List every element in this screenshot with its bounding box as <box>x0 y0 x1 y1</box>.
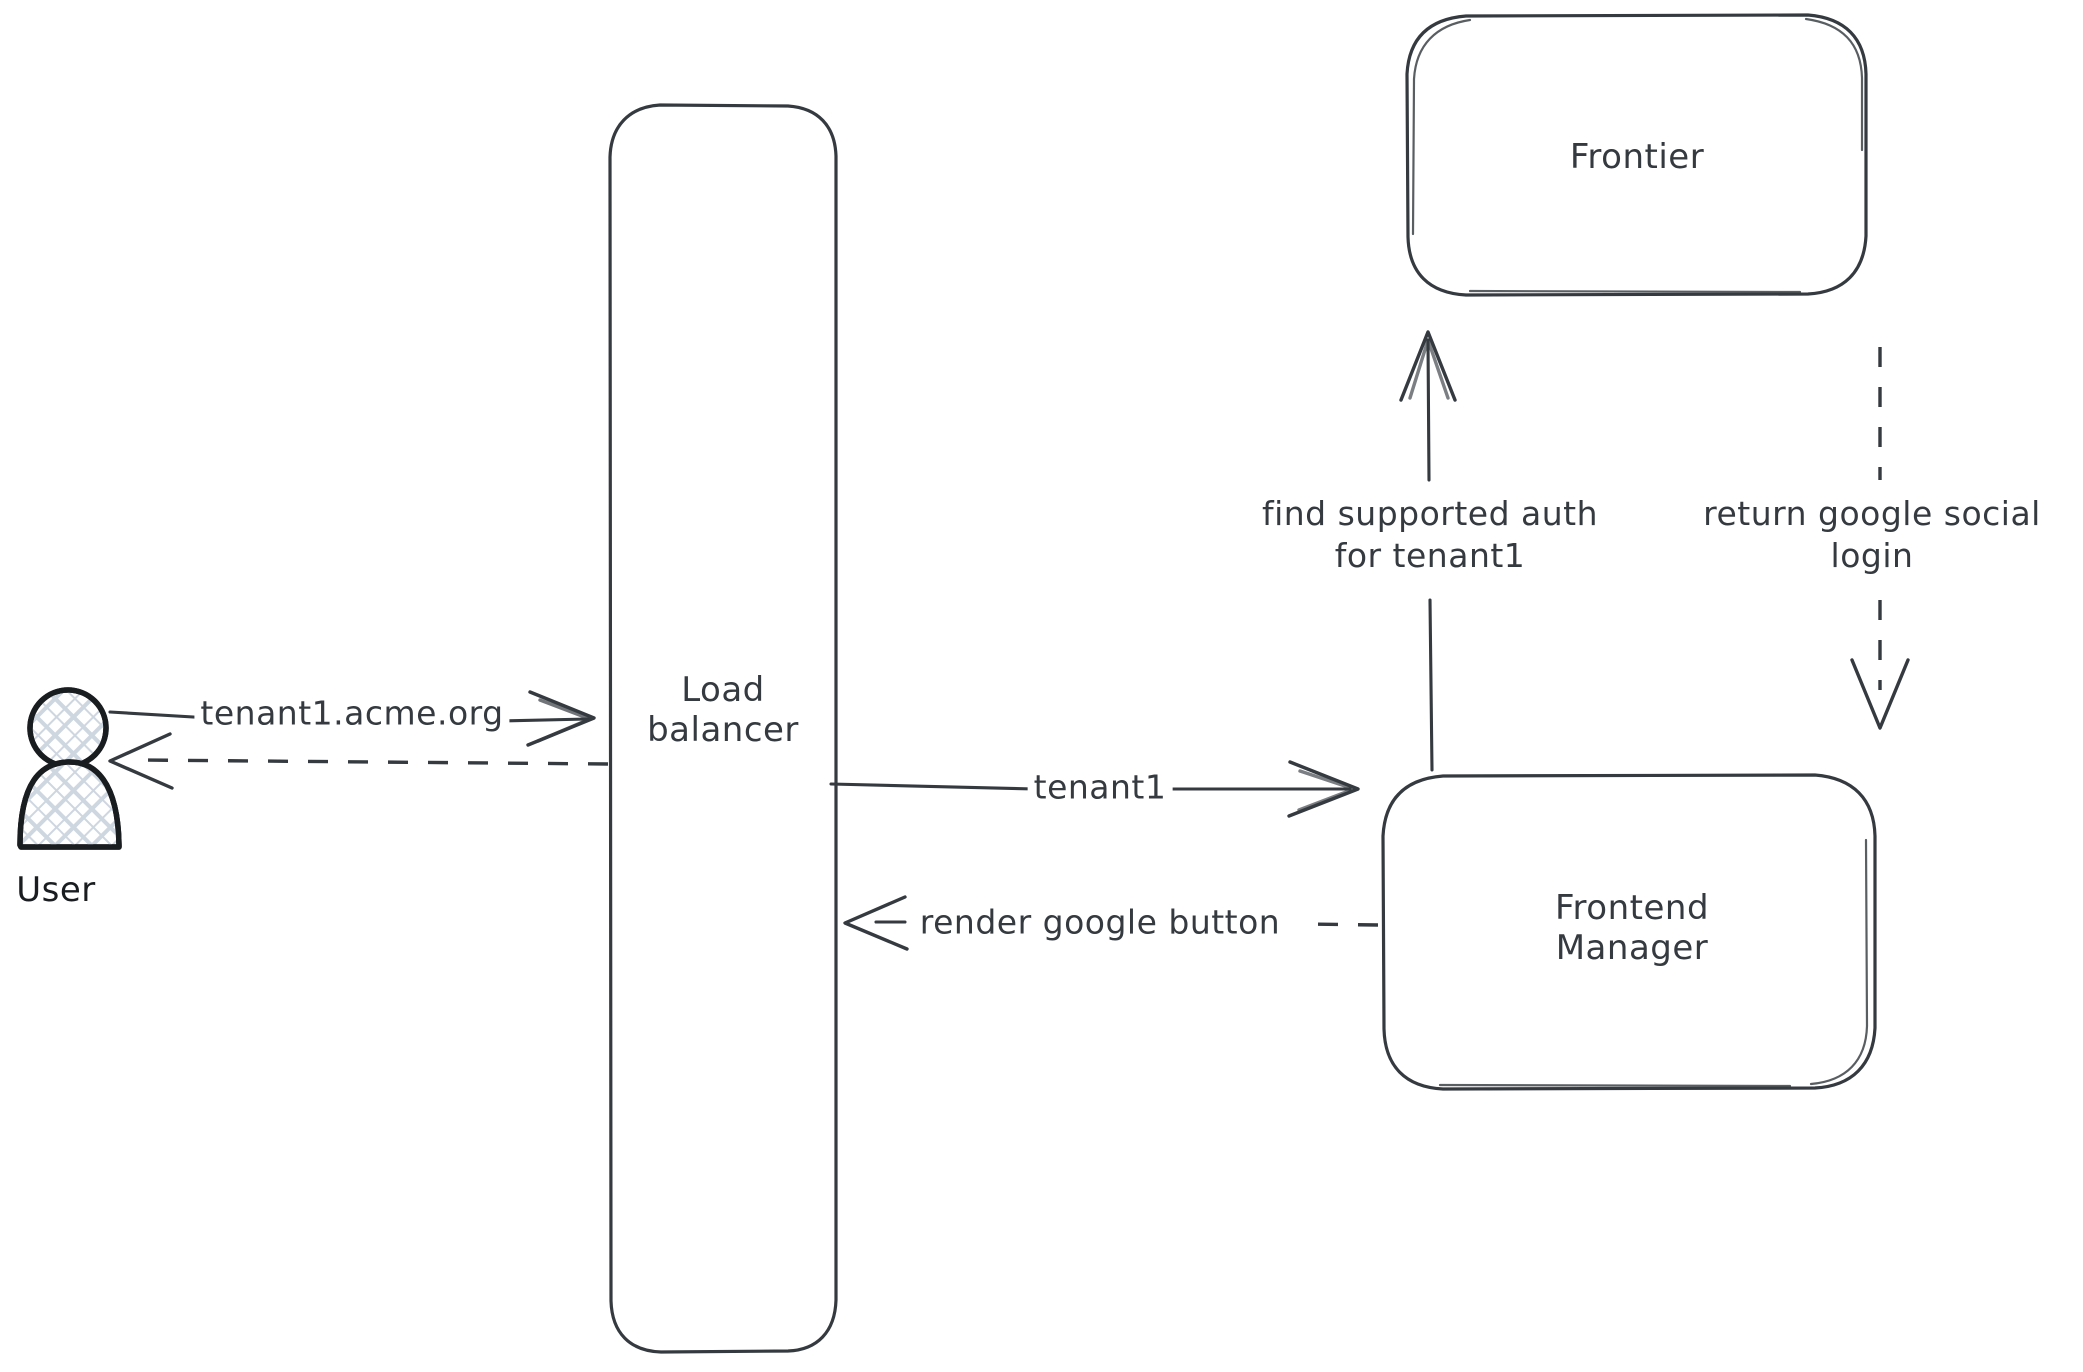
edge-label-find-supported-auth-line2: for tenant1 <box>1334 536 1526 575</box>
node-load-balancer-shape[interactable] <box>608 103 838 1354</box>
node-label-load-balancer-line1: Load <box>681 669 765 710</box>
node-label-frontend-manager-line1: Frontend <box>1554 887 1710 928</box>
edge-label-return-google-social-login-line2: login <box>1830 536 1914 575</box>
edge-load-balancer-to-user <box>108 732 609 790</box>
node-frontier-shape[interactable] <box>1405 13 1868 297</box>
edge-frontend-manager-to-load-balancer <box>843 895 1379 951</box>
edge-frontend-manager-to-frontier <box>1399 330 1457 772</box>
edge-label-render-google-button: render google button <box>913 903 1287 943</box>
node-label-frontier: Frontier <box>1569 136 1705 177</box>
user-label: User <box>16 869 96 910</box>
edge-label-tenant1: tenant1 <box>1027 768 1173 808</box>
edge-label-find-supported-auth-line1: find supported auth <box>1261 493 1599 533</box>
node-frontend-manager-shape[interactable] <box>1381 773 1877 1091</box>
user-icon <box>17 687 122 850</box>
node-label-frontend-manager-line2: Manager <box>1555 928 1709 968</box>
node-label-load-balancer-line2: balancer <box>647 710 799 750</box>
edge-label-tenant1-acme-org: tenant1.acme.org <box>194 694 510 734</box>
edge-user-to-load-balancer <box>108 690 596 747</box>
edge-frontier-to-frontend-manager <box>1850 347 1910 730</box>
edge-load-balancer-to-frontend-manager <box>829 760 1360 818</box>
edge-label-return-google-social-login-line1: return google social <box>1703 493 2041 533</box>
